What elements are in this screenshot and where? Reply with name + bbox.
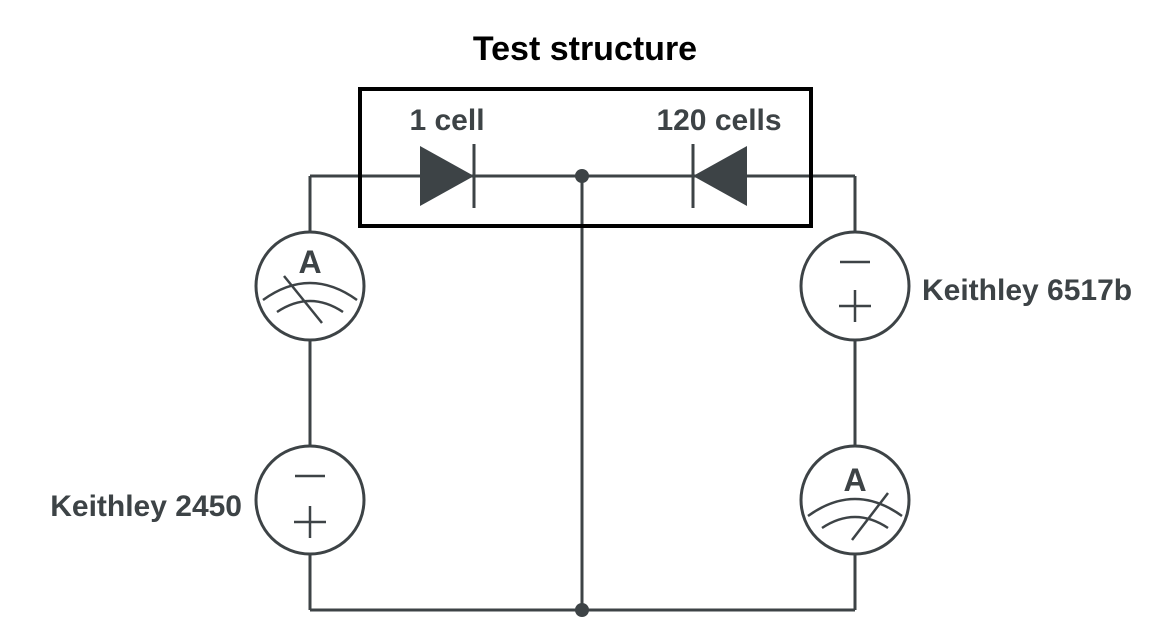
source-right-label: Keithley 6517b: [922, 274, 1132, 307]
diode-120-cells: [691, 144, 747, 208]
ammeter-left-scale-outer: [262, 281, 358, 302]
source-keithley-2450: [254, 444, 366, 556]
source-right-circle: [799, 230, 911, 342]
ammeter-left-needle: [283, 275, 323, 324]
diagram-title: Test structure: [473, 30, 697, 68]
ammeter-right: A: [799, 444, 911, 556]
diode-right-triangle: [693, 146, 747, 206]
ammeter-left-circle: [254, 230, 366, 342]
ammeter-left: A: [254, 230, 366, 342]
ammeter-right-needle: [851, 492, 889, 541]
test-structure-box: [358, 87, 813, 228]
diode-left-label: 1 cell: [409, 104, 484, 137]
circuit-wires: [308, 174, 857, 612]
diode-left-triangle: [420, 146, 474, 206]
top-junction-dot: [575, 169, 589, 183]
diode-right-label: 120 cells: [656, 104, 781, 137]
diode-1-cell: [420, 144, 476, 208]
ammeter-right-scale-outer: [807, 497, 903, 518]
source-left-circle: [254, 444, 366, 556]
source-keithley-6517b: [799, 230, 911, 342]
source-left-label: Keithley 2450: [50, 490, 242, 523]
ammeter-right-letter: A: [843, 462, 866, 498]
ammeter-left-letter: A: [298, 244, 321, 280]
ammeter-left-scale-inner: [276, 299, 344, 314]
ammeter-right-scale-inner: [821, 515, 889, 530]
bottom-junction-dot: [575, 603, 589, 617]
